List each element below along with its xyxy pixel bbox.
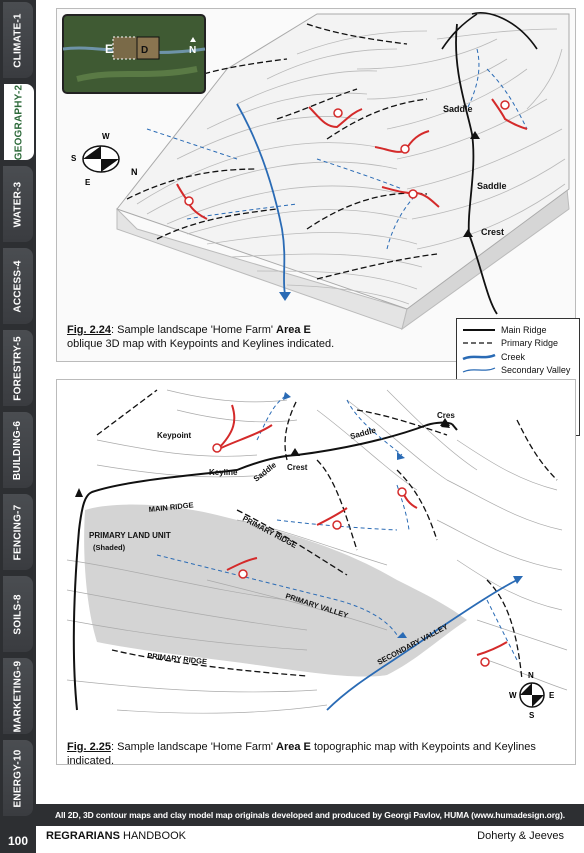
inset-satellite-map: E D N — [62, 14, 206, 94]
tab-energy-10[interactable]: ENERGY-10 — [3, 740, 33, 816]
fig-2-24-caption: Fig. 2.24: Sample landscape 'Home Farm' … — [67, 324, 335, 350]
topographic-map: Keypoint Keyline Saddle Saddle Crest Cre… — [66, 389, 568, 720]
contour-lines-2 — [66, 389, 568, 714]
legend-swatch-primary-ridge — [463, 342, 495, 344]
svg-text:W: W — [102, 132, 110, 141]
tab-forestry-5[interactable]: FORESTRY-5 — [3, 330, 33, 406]
main-ridge-line — [441, 13, 478, 50]
tab-marketing-9[interactable]: MARKETING-9 — [3, 658, 33, 734]
authors: Doherty & Jeeves — [477, 830, 564, 842]
contour-lines — [136, 28, 566, 305]
tab-label: MARKETING-9 — [12, 660, 24, 732]
credit-bar: All 2D, 3D contour maps and clay model m… — [36, 804, 584, 826]
tab-geography-2[interactable]: GEOGRAPHY-2 — [4, 84, 34, 160]
legend-label: Secondary Valley — [501, 365, 571, 376]
tab-building-6[interactable]: BUILDING-6 — [3, 412, 33, 488]
tab-label: ENERGY-10 — [12, 749, 24, 807]
keypoint-label: Keypoint — [157, 431, 192, 440]
legend-swatch-creek — [462, 353, 496, 360]
page-number: 100 — [0, 828, 36, 853]
main-ridge-line-2 — [455, 23, 498, 315]
creek-line — [236, 103, 286, 295]
saddle-label-2: Saddle — [477, 181, 507, 191]
svg-text:W: W — [509, 691, 517, 700]
primary-land-unit-label: PRIMARY LAND UNIT — [89, 531, 171, 540]
legend-item-creek: Creek — [461, 350, 575, 364]
inset-north-label: N — [189, 45, 196, 56]
crest-label: Crest — [481, 227, 504, 237]
tab-access-4[interactable]: ACCESS-4 — [3, 248, 33, 324]
svg-text:E: E — [549, 691, 555, 700]
saddle-label-2d-2: Saddle — [349, 425, 377, 441]
inset-area-e-label: E — [105, 42, 113, 56]
compass-rose-2d: N W E S — [509, 671, 555, 720]
tab-label: CLIMATE-1 — [12, 12, 24, 68]
tab-label: BUILDING-6 — [12, 420, 24, 480]
tab-label: SOILS-8 — [12, 593, 24, 635]
tab-soils-8[interactable]: SOILS-8 — [3, 576, 33, 652]
tab-label: GEOGRAPHY-2 — [13, 84, 25, 160]
svg-text:E: E — [85, 178, 91, 187]
oblique-3d-map: Saddle Saddle Crest E D N W S E N — [62, 12, 570, 331]
shaded-label: (Shaded) — [93, 543, 126, 552]
tab-fencing-7[interactable]: FENCING-7 — [3, 494, 33, 570]
legend-item-primary-ridge: Primary Ridge — [461, 337, 575, 351]
primary-ridge-lines-2d — [96, 389, 558, 681]
legend-swatch-secondary-valley — [462, 367, 496, 373]
crest-label-2d-2: Cres — [437, 411, 455, 420]
tab-climate-1[interactable]: CLIMATE-1 — [3, 2, 33, 78]
tab-label: WATER-3 — [12, 181, 24, 227]
tab-label: FORESTRY-5 — [12, 335, 24, 401]
figure-2-24: Saddle Saddle Crest E D N W S E N Fig. 2… — [56, 8, 576, 362]
main-ridge-line-2d — [72, 421, 453, 711]
tab-label: ACCESS-4 — [12, 259, 24, 313]
legend-item-secondary-valley: Secondary Valley — [461, 364, 575, 378]
svg-text:S: S — [529, 711, 535, 720]
saddle-label-1: Saddle — [443, 104, 473, 114]
tab-label: FENCING-7 — [12, 504, 24, 560]
keypoints — [184, 100, 510, 206]
tab-water-3[interactable]: WATER-3 — [3, 166, 33, 242]
compass-rose-oblique: W S E N — [71, 132, 138, 187]
legend-swatch-main-ridge — [463, 328, 495, 331]
svg-text:N: N — [528, 671, 534, 680]
legend-label: Primary Ridge — [501, 338, 559, 349]
keyline-label: Keyline — [209, 468, 238, 477]
legend-label: Main Ridge — [501, 324, 547, 335]
fig-2-25-caption: Fig. 2.25: Sample landscape 'Home Farm' … — [67, 741, 536, 767]
valley-lines-2d — [156, 394, 518, 661]
crest-label-2d: Crest — [287, 463, 308, 472]
primary-land-unit-shade — [84, 504, 468, 677]
legend-item-main-ridge: Main Ridge — [461, 323, 575, 337]
figure-2-25: Keypoint Keyline Saddle Saddle Crest Cre… — [56, 379, 576, 767]
svg-text:N: N — [131, 167, 138, 177]
keypoints-2d — [212, 443, 490, 667]
svg-text:S: S — [71, 154, 77, 163]
running-title: REGRARIANS HANDBOOK — [46, 830, 186, 842]
legend-label: Creek — [501, 351, 526, 362]
inset-area-d-label: D — [141, 45, 148, 56]
secondary-valley-line — [326, 579, 518, 711]
